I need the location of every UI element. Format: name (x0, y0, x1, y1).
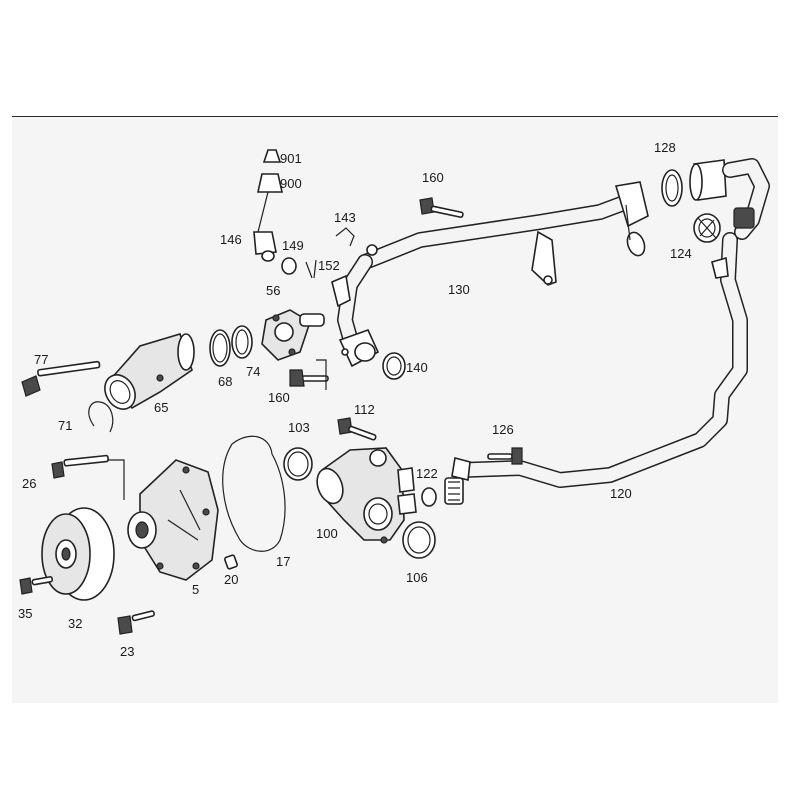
diagram-panel (12, 116, 778, 703)
label-901: 901 (280, 151, 302, 166)
coolant-pipe-130 (331, 181, 649, 368)
clamp-124 (693, 213, 721, 243)
bolt-77 (21, 360, 101, 397)
label-23: 23 (120, 644, 134, 659)
bolt-126 (487, 447, 523, 465)
coolant-pipe-120 (444, 232, 748, 505)
water-pump-5 (127, 459, 219, 581)
sensor-assembly (253, 149, 355, 279)
label-128: 128 (654, 140, 676, 155)
label-112: 112 (354, 402, 375, 417)
label-20: 20 (224, 572, 238, 587)
seal-ring-74 (231, 325, 253, 359)
label-130: 130 (448, 282, 470, 297)
seal-ring-122 (421, 487, 437, 507)
bolt-160-upper (419, 197, 464, 218)
label-124: 124 (670, 246, 692, 261)
label-100: 100 (316, 526, 338, 541)
label-17: 17 (276, 554, 290, 569)
elbow-connector-65 (104, 333, 195, 410)
label-65: 65 (154, 400, 168, 415)
label-26: 26 (22, 476, 36, 491)
bolt-26 (51, 454, 125, 500)
seal-ring-106-inner (407, 526, 431, 554)
pin-20 (224, 554, 238, 570)
label-900: 900 (280, 176, 302, 191)
label-149: 149 (282, 238, 304, 253)
label-5: 5 (192, 582, 199, 597)
pulley-32 (41, 507, 115, 601)
hose-clamp-128 (661, 158, 770, 240)
label-32: 32 (68, 616, 82, 631)
label-126: 126 (492, 422, 514, 437)
label-103: 103 (288, 420, 310, 435)
seal-ring-140-inner (386, 356, 402, 376)
bolt-160-lower (289, 359, 329, 390)
bolt-112 (337, 417, 377, 441)
gasket-17 (222, 435, 286, 552)
label-106: 106 (406, 570, 428, 585)
label-143: 143 (334, 210, 356, 225)
thermostat-housing-56 (261, 309, 325, 361)
label-140: 140 (406, 360, 428, 375)
label-74: 74 (246, 364, 260, 379)
label-120: 120 (610, 486, 632, 501)
seal-ring-74-inner (235, 329, 249, 355)
coolant-housing-100 (316, 447, 417, 544)
label-56: 56 (266, 283, 280, 298)
seal-ring-68-inner (212, 333, 228, 363)
label-122: 122 (416, 466, 438, 481)
seal-ring-103-inner (287, 451, 309, 477)
label-160-lower: 160 (268, 390, 290, 405)
label-68: 68 (218, 374, 232, 389)
label-77: 77 (34, 352, 48, 367)
label-35: 35 (18, 606, 32, 621)
label-71: 71 (58, 418, 72, 433)
bolt-23 (117, 610, 155, 635)
label-146: 146 (220, 232, 242, 247)
label-160-upper: 160 (422, 170, 444, 185)
label-152: 152 (318, 258, 340, 273)
bolt-35 (19, 576, 54, 595)
clip-71 (88, 401, 114, 433)
